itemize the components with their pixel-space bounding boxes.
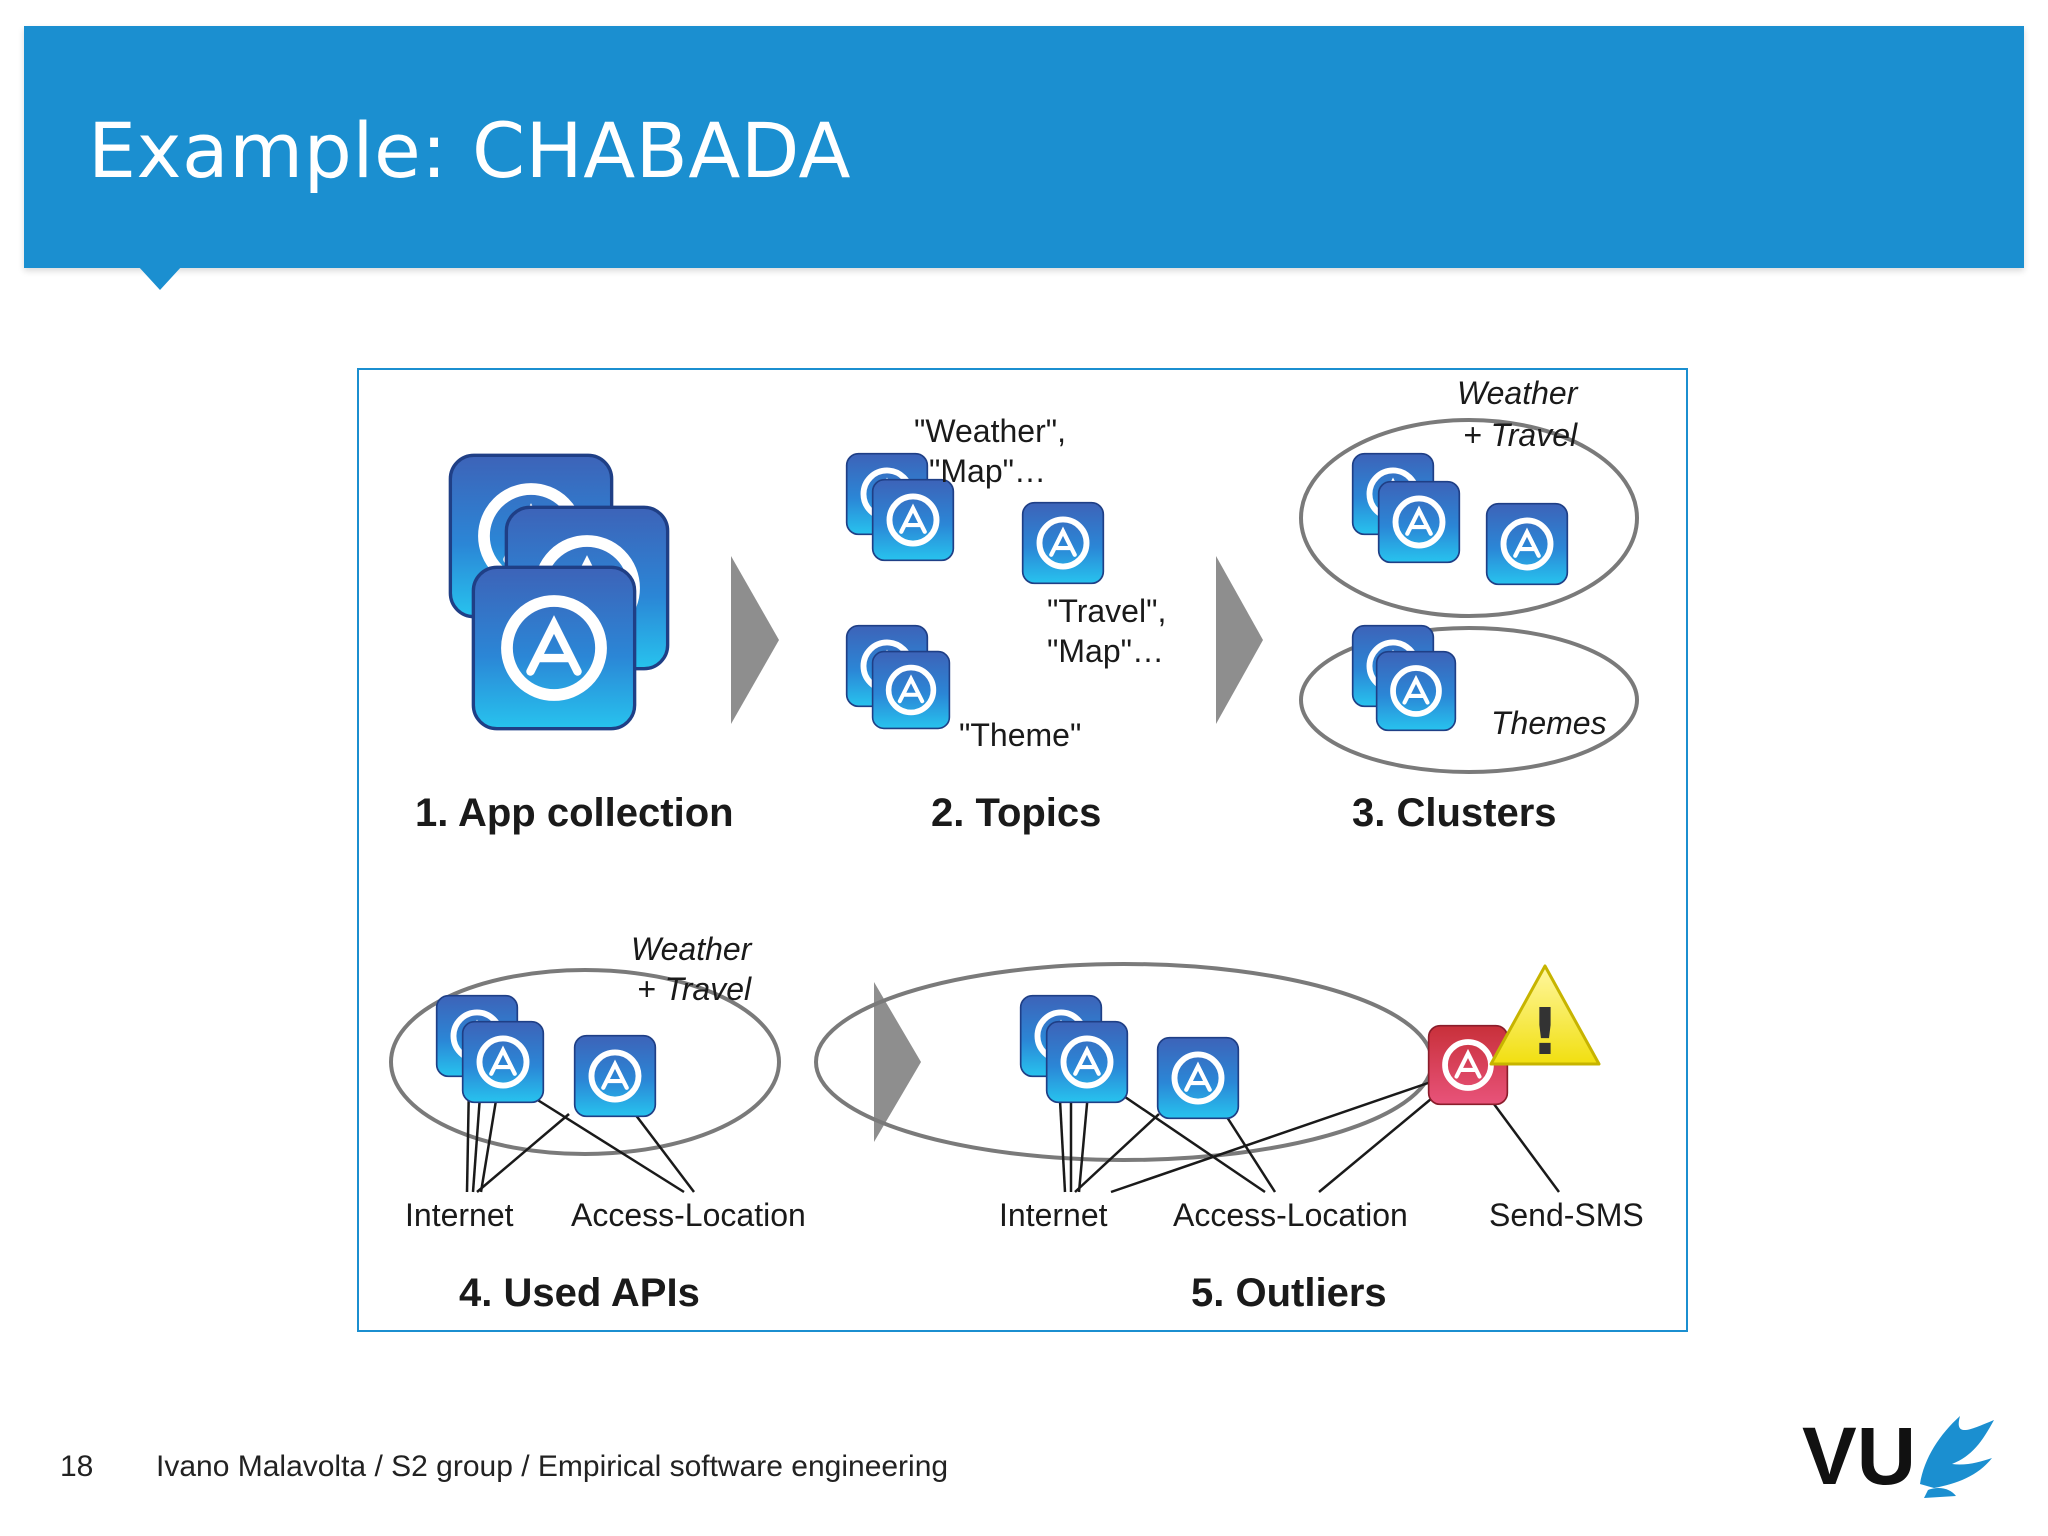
arrow-right-icon [1216, 556, 1263, 724]
app-store-icon [873, 652, 950, 729]
app-store-icon [575, 1036, 656, 1117]
apis-cluster-line1: Weather [631, 931, 753, 967]
arrow-right-icon [731, 556, 779, 724]
vu-logo: VU [1800, 1402, 2000, 1507]
apis-icons [437, 996, 656, 1117]
title-notch [138, 266, 182, 290]
app-store-icon [1377, 652, 1456, 731]
step-label-used-apis: 4. Used APIs [459, 1271, 700, 1315]
outliers-icons [1021, 996, 1508, 1119]
step-label-outliers: 5. Outliers [1191, 1271, 1387, 1315]
cluster-themes-ellipse [1299, 626, 1639, 774]
title-bar [24, 26, 2024, 268]
app-store-icon [463, 1022, 544, 1103]
slide-title: Example: CHABADA [88, 106, 851, 195]
api-access-location: Access-Location [571, 1197, 806, 1233]
vu-logo-text: VU [1802, 1411, 1916, 1502]
step-label-topics: 2. Topics [931, 791, 1101, 835]
app-store-icon [873, 480, 954, 561]
apis-cluster-ellipse [389, 968, 781, 1156]
app-store-icon [1047, 1022, 1128, 1103]
outlier-api-internet: Internet [999, 1197, 1108, 1233]
apis-cluster-line2: + Travel [637, 971, 752, 1007]
warning-icon: ! [1489, 964, 1601, 1070]
cluster-weather-travel-line1: Weather [1457, 375, 1579, 411]
warning-mark: ! [1530, 996, 1559, 1070]
cluster-weather-travel-ellipse [1299, 418, 1639, 618]
chabada-figure: "Weather", "Map"… "Travel", "Map"… "Them… [357, 368, 1688, 1332]
cluster-weather-travel-line2: + Travel [1463, 417, 1578, 453]
topic-travel-map-line1: "Travel", [1047, 593, 1166, 629]
app-store-icon [1158, 1038, 1239, 1119]
arrow-right-icon [874, 982, 921, 1142]
outlier-api-access-location: Access-Location [1173, 1197, 1408, 1233]
step-label-clusters: 3. Clusters [1352, 791, 1557, 835]
topic-theme: "Theme" [959, 717, 1081, 753]
app-store-icon [1023, 503, 1104, 584]
page-number: 18 [60, 1450, 94, 1483]
topic-weather-map-line1: "Weather", [914, 413, 1066, 449]
app-collection-stack [450, 455, 667, 728]
outlier-api-send-sms: Send-SMS [1489, 1197, 1644, 1233]
chabada-diagram: "Weather", "Map"… "Travel", "Map"… "Them… [389, 375, 1644, 1315]
topic-weather-map-line2: "Map"… [929, 453, 1046, 489]
footer-credit: Ivano Malavolta / S2 group / Empirical s… [156, 1450, 949, 1483]
clusters-icons [1353, 454, 1568, 731]
app-store-icon [473, 567, 634, 728]
step-label-app-collection: 1. App collection [415, 791, 734, 835]
griffin-icon [1920, 1416, 1994, 1498]
cluster-themes-label: Themes [1491, 705, 1607, 741]
topics-icons [847, 454, 1104, 729]
app-store-icon [1379, 482, 1460, 563]
api-internet: Internet [405, 1197, 514, 1233]
topic-travel-map-line2: "Map"… [1047, 633, 1164, 669]
app-store-icon [1487, 504, 1568, 585]
outliers-links [1057, 1080, 1561, 1194]
